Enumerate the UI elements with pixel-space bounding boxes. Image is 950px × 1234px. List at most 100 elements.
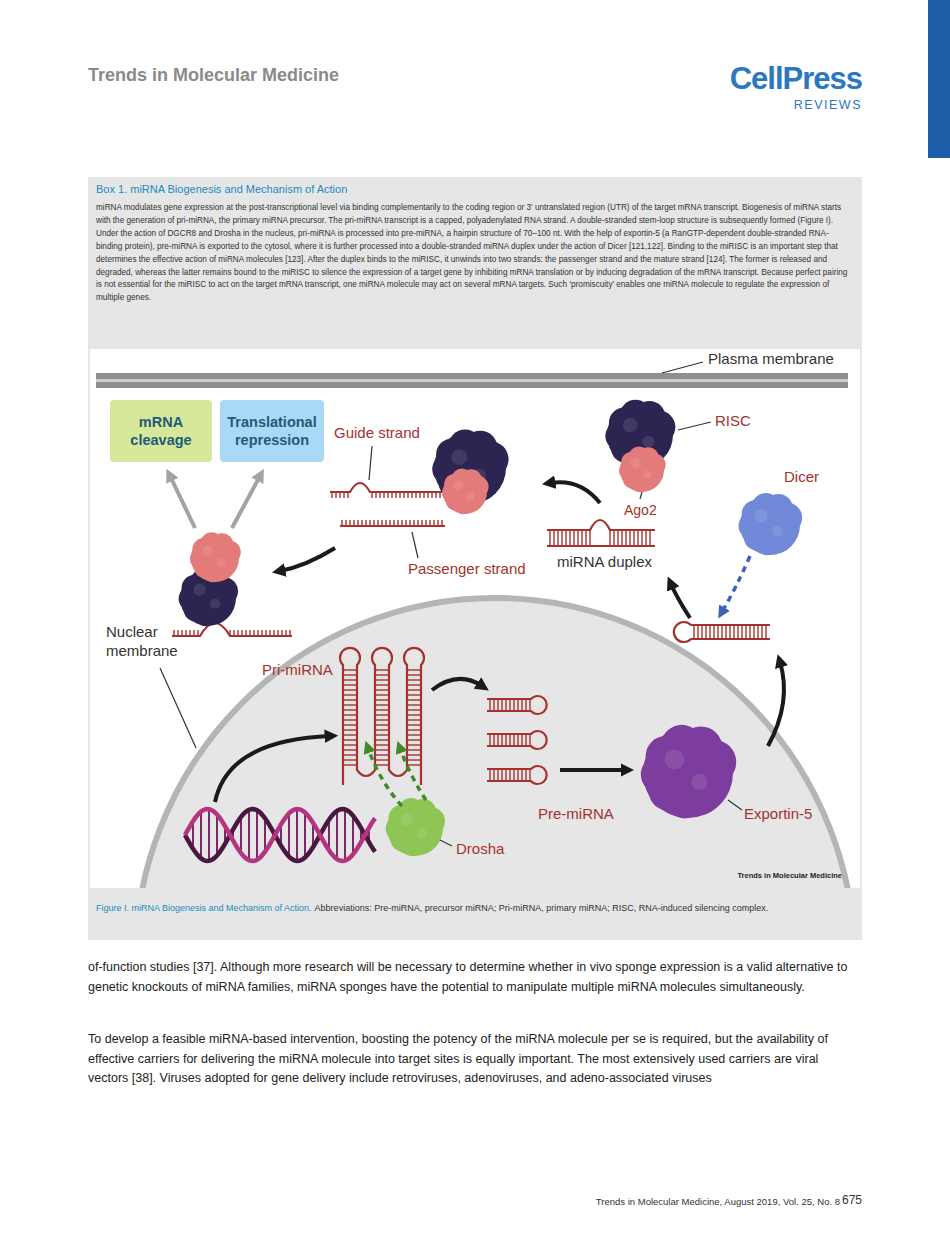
leader-line [369, 446, 372, 480]
dna-base-pair [336, 811, 338, 859]
protein-texture [454, 481, 464, 491]
proteins [179, 400, 803, 857]
base-pair [497, 734, 498, 746]
arrows [170, 476, 784, 806]
base-pair [375, 744, 389, 745]
process-arrow [550, 482, 600, 503]
protein-label: RISC [715, 412, 751, 430]
base-pair [645, 530, 646, 546]
caption-block: Figure I. miRNA Biogenesis and Mechanism… [96, 902, 852, 915]
base-pair [521, 699, 522, 711]
cleavage-arrow [400, 748, 426, 800]
base-pair [489, 734, 490, 746]
body-paragraph: To develop a feasible miRNA-based interv… [88, 1030, 862, 1089]
duplex-strand [547, 520, 655, 530]
base-pair [375, 729, 389, 730]
base-pair [577, 530, 578, 546]
process-arrow [280, 548, 335, 571]
protein-texture [691, 774, 707, 790]
plasma-membrane [96, 373, 848, 388]
process-arrow [671, 584, 690, 618]
base-pair [343, 684, 357, 685]
base-pair [705, 625, 706, 639]
base-pair [375, 734, 389, 735]
box-text: miRNA modulates gene expression at the p… [96, 202, 854, 305]
base-pair [525, 699, 526, 711]
protein-texture [772, 526, 783, 537]
base-pair [713, 625, 714, 639]
base-pair [501, 769, 502, 781]
dna-base-pair [256, 810, 258, 859]
base-pair [625, 530, 626, 546]
base-pair [407, 724, 421, 725]
process-arrow [215, 736, 330, 802]
body-paragraph: of-function studies [37]. Although more … [88, 958, 862, 997]
publisher-logo: REVIEWS [794, 98, 862, 113]
base-pair [343, 679, 357, 680]
leader-line [678, 422, 711, 430]
base-pair [375, 699, 389, 700]
base-pair [343, 724, 357, 725]
base-pair [721, 625, 722, 639]
base-pair [621, 530, 622, 546]
dna-base-pair [288, 813, 290, 856]
base-pair [697, 625, 698, 639]
base-pair [509, 769, 510, 781]
protein-texture [631, 459, 641, 469]
base-pair [633, 530, 634, 546]
base-pair [513, 699, 514, 711]
protein-label: Exportin-5 [744, 805, 812, 823]
base-pair [581, 530, 582, 546]
base-pair [407, 689, 421, 690]
base-pair [407, 669, 421, 670]
protein-label: Ago2 [624, 502, 657, 519]
base-pair [565, 530, 566, 546]
base-pair [517, 734, 518, 746]
base-pair [343, 749, 357, 750]
box-title: Box 1. miRNA Biogenesis and Mechanism of… [96, 183, 347, 196]
leader-line [440, 840, 452, 846]
protein-label: Dicer [784, 468, 819, 486]
base-pair [407, 749, 421, 750]
box-text: mRNA cleavage [114, 413, 208, 449]
base-pair [497, 769, 498, 781]
base-pair [725, 625, 726, 639]
mrna-strand [172, 623, 292, 636]
base-pair [375, 709, 389, 710]
base-pair [343, 764, 357, 765]
protein-texture [217, 558, 226, 567]
base-pair [343, 754, 357, 755]
base-pair [741, 625, 742, 639]
base-pair [407, 759, 421, 760]
base-pair [407, 754, 421, 755]
base-pair [407, 744, 421, 745]
base-pair [375, 724, 389, 725]
leader-line [728, 800, 742, 810]
base-pair [343, 719, 357, 720]
base-pair [493, 769, 494, 781]
base-pair [407, 694, 421, 695]
leader-line [412, 532, 418, 558]
protein-texture [665, 750, 685, 770]
base-pair [557, 530, 558, 546]
base-pair [375, 754, 389, 755]
base-pair [375, 764, 389, 765]
protein-texture [467, 492, 475, 500]
duplex-strand [547, 545, 655, 547]
base-pair [761, 625, 762, 639]
passenger-strand [340, 525, 445, 527]
base-pair [407, 704, 421, 705]
base-pair [509, 734, 510, 746]
risc-protein [605, 400, 675, 469]
drosha-protein [386, 798, 445, 856]
dna-base-pair [344, 809, 346, 860]
base-pair [343, 739, 357, 740]
base-pair [407, 684, 421, 685]
base-pair [343, 689, 357, 690]
base-pair [375, 759, 389, 760]
base-pair [343, 759, 357, 760]
base-pair [629, 530, 630, 546]
strand-label: Passenger strand [408, 560, 526, 578]
base-pair [375, 739, 389, 740]
base-pair [717, 625, 718, 639]
